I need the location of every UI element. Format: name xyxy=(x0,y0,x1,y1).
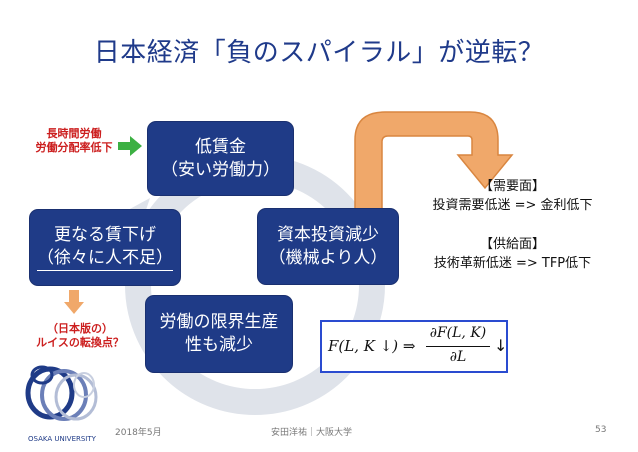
cycle-box-capital-investment: 資本投資減少 （機械より人） xyxy=(258,209,398,284)
cycle-box-low-wage-line1: 低賃金 xyxy=(195,136,246,157)
supply-side-text: 【供給面】 技術革新低迷 => TFP低下 xyxy=(420,236,605,274)
long-hours-note-line2: 労働分配率低下 xyxy=(35,140,113,154)
supply-heading: 【供給面】 xyxy=(479,237,545,252)
footer-page-number: 53 xyxy=(595,425,607,435)
cycle-box-capital-investment-line1: 資本投資減少 xyxy=(277,224,379,245)
osaka-university-logo: OSAKA UNIVERSITY xyxy=(25,365,98,443)
lewis-note-line1: （日本版の） xyxy=(47,322,113,335)
footer-date: 2018年5月 xyxy=(115,428,162,438)
demand-side-text: 【需要面】 投資需要低迷 => 金利低下 xyxy=(420,178,605,216)
cycle-box-further-wage-cut-line2: （徐々に人不足） xyxy=(37,247,173,272)
footer-author: 安田洋祐｜大阪大学 xyxy=(271,428,353,438)
demand-detail: 投資需要低迷 => 金利低下 xyxy=(432,197,593,213)
green-arrow-icon xyxy=(118,136,142,156)
supply-detail: 技術革新低迷 => TFP低下 xyxy=(433,255,592,271)
formula-fraction-bar xyxy=(426,346,490,347)
cycle-box-marginal-productivity-line1: 労働の限界生産 xyxy=(159,312,279,333)
slide-title: 日本経済「負のスパイラル」が逆転？ xyxy=(93,38,545,68)
formula-lhs: F(L, K ↓) ⇒ xyxy=(328,337,416,355)
cycle-box-capital-investment-line2: （機械より人） xyxy=(268,247,388,268)
lewis-turning-point-note: （日本版の） ルイスの転換点？ xyxy=(20,322,140,350)
cycle-box-low-wage: 低賃金 （安い労働力） xyxy=(148,122,293,195)
lewis-note-line2: ルイスの転換点？ xyxy=(36,335,124,349)
cycle-box-marginal-productivity-line2: 性も減少 xyxy=(185,335,253,355)
demand-arrow xyxy=(354,111,514,216)
formula-numerator: ∂F(L, K) xyxy=(429,325,487,341)
orange-down-arrow-icon xyxy=(64,290,84,314)
cycle-box-further-wage-cut: 更なる賃下げ （徐々に人不足） xyxy=(30,210,180,285)
formula-box: F(L, K ↓) ⇒ ∂F(L, K) ∂L ↓ xyxy=(320,320,508,373)
long-hours-note-line1: 長時間労働 xyxy=(46,127,102,140)
long-hours-note: 長時間労働 労働分配率低下 xyxy=(30,127,118,155)
cycle-box-further-wage-cut-line1: 更なる賃下げ xyxy=(54,224,156,245)
curved-arrow-icon xyxy=(354,111,514,216)
cycle-box-low-wage-line2: （安い労働力） xyxy=(161,159,280,180)
cycle-box-marginal-productivity: 労働の限界生産 性も減少 xyxy=(146,296,292,372)
formula-rhs: ↓ xyxy=(494,336,508,355)
formula-denominator: ∂L xyxy=(449,349,467,365)
logo-text: OSAKA UNIVERSITY xyxy=(28,435,97,443)
demand-heading: 【需要面】 xyxy=(479,179,545,194)
